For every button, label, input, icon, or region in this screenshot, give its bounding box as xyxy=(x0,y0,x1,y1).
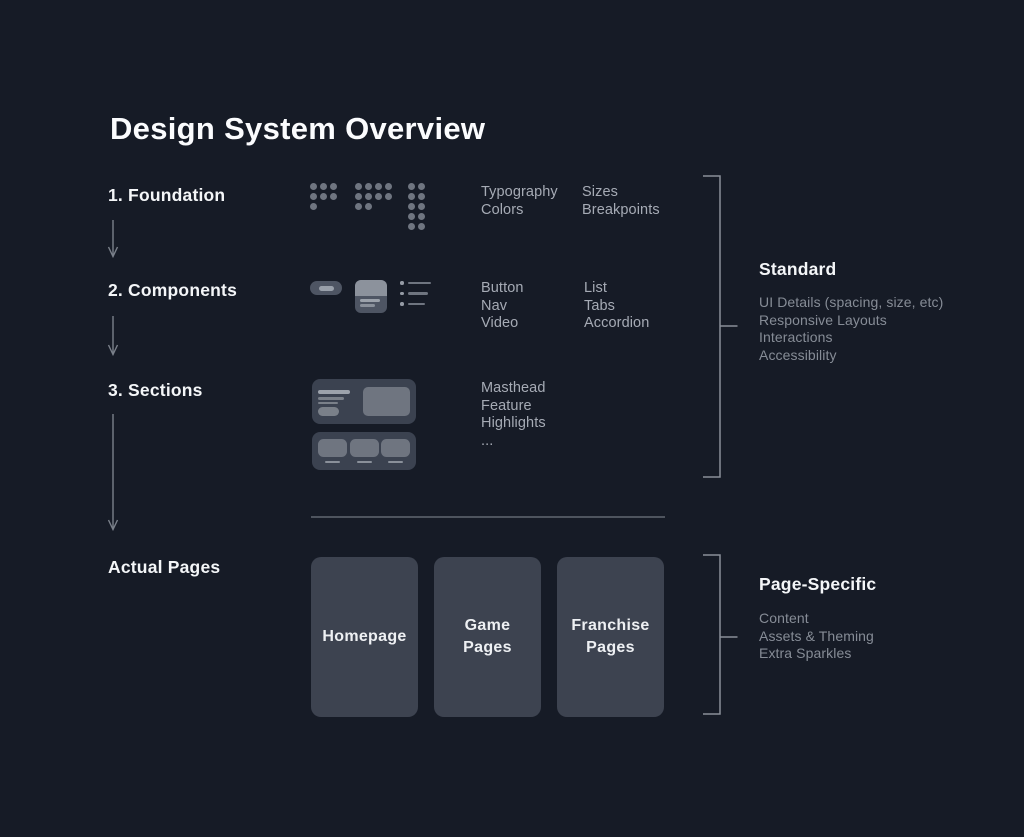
text-line: Sizes xyxy=(582,184,618,200)
text-line: Tabs xyxy=(584,297,616,314)
step-label-actual-pages: Actual Pages xyxy=(108,557,221,577)
step-label-components: 2. Components xyxy=(108,280,237,300)
text-line: UI Details (spacing, size, etc) xyxy=(759,294,944,310)
card-row-wireframe-icon xyxy=(312,432,416,470)
text-line: Highlights xyxy=(481,415,546,431)
text-line: Button xyxy=(481,280,524,296)
text-line: Accessibility xyxy=(759,346,837,363)
masthead-wireframe-icon xyxy=(312,379,416,424)
foundation-items-col2: Sizes Breakpoints xyxy=(582,184,660,219)
page-card-label: Homepage xyxy=(322,628,407,645)
page-card-label: Franchise Pages xyxy=(571,617,650,656)
foundation-items-col1: Typography Colors xyxy=(481,184,558,219)
step-label-sections: 3. Sections xyxy=(108,380,203,400)
media-card-image-area xyxy=(355,280,387,296)
page-specific-list: Content Assets & Theming Extra Sparkles xyxy=(759,610,874,663)
down-arrow-icon xyxy=(107,316,119,357)
text-line: Assets & Theming xyxy=(759,627,874,644)
dot-grid-icon-tall xyxy=(408,183,425,230)
bulleted-list-icon xyxy=(400,281,431,313)
text-line: Accordion xyxy=(584,315,650,331)
text-line: Nav xyxy=(481,297,508,314)
components-items-col2: List Tabs Accordion xyxy=(584,280,649,333)
text-line: Responsive Layouts xyxy=(759,311,887,328)
text-line: List xyxy=(584,280,607,296)
text-line: Breakpoints xyxy=(582,201,660,218)
dot-grid-icon-wide xyxy=(355,183,392,210)
button-pill-icon xyxy=(310,281,342,295)
text-line: Typography xyxy=(481,184,558,200)
text-line: ... xyxy=(481,432,494,449)
wireframe-image-placeholder xyxy=(363,387,410,416)
standard-list: UI Details (spacing, size, etc) Responsi… xyxy=(759,294,943,364)
page-title: Design System Overview xyxy=(110,110,486,146)
text-line: Feature xyxy=(481,397,532,414)
step-label-foundation: 1. Foundation xyxy=(108,185,226,205)
text-line: Video xyxy=(481,315,519,331)
standard-title: Standard xyxy=(759,259,837,279)
page-card-label: Game Pages xyxy=(463,617,512,656)
text-line: Colors xyxy=(481,201,524,218)
page-card-franchise-pages: Franchise Pages xyxy=(557,557,664,717)
components-items-col1: Button Nav Video xyxy=(481,280,524,333)
text-line: Masthead xyxy=(481,380,546,396)
divider-line xyxy=(311,516,665,518)
down-arrow-icon xyxy=(107,220,119,259)
page-card-game-pages: Game Pages xyxy=(434,557,541,717)
text-line: Extra Sparkles xyxy=(759,645,852,661)
bracket-page-specific xyxy=(703,554,738,715)
page-specific-title: Page-Specific xyxy=(759,574,877,594)
dot-grid-icon-small xyxy=(310,183,337,210)
text-line: Content xyxy=(759,610,809,626)
page-card-homepage: Homepage xyxy=(311,557,418,717)
text-line: Interactions xyxy=(759,329,833,345)
sections-items-col1: Masthead Feature Highlights ... xyxy=(481,380,546,450)
media-card-icon xyxy=(355,280,387,313)
down-arrow-icon xyxy=(107,414,119,532)
bracket-standard xyxy=(703,175,738,478)
